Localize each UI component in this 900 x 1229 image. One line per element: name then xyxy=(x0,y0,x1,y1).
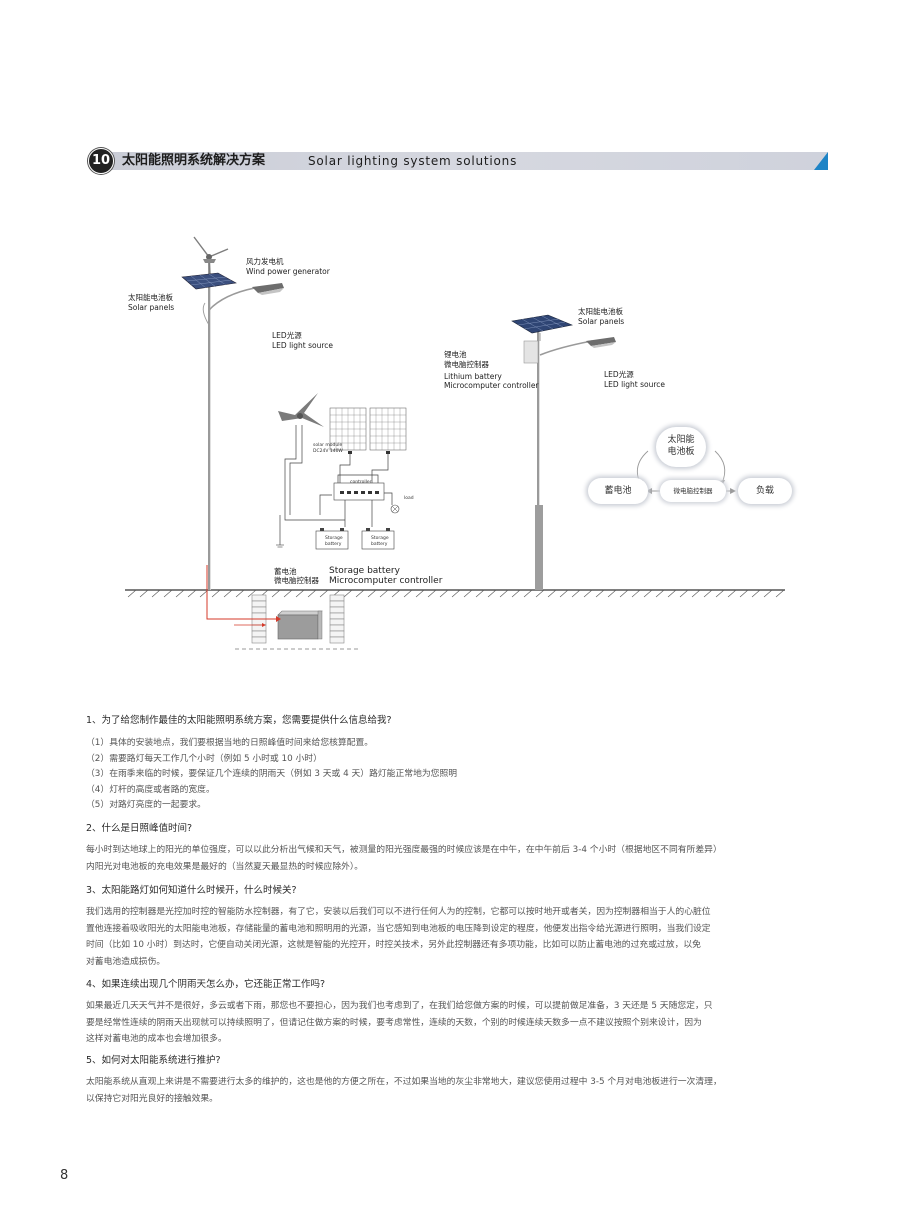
load-tiny-label: load xyxy=(404,496,414,501)
wind-generator-label-cn: 风力发电机 xyxy=(246,257,284,266)
battery-label-en: Storage battery xyxy=(329,566,400,576)
left-solar-label-cn: 太阳能电池板 xyxy=(128,293,173,302)
left-led-label-en: LED light source xyxy=(272,341,333,350)
answer-1-item-2: （2）需要路灯每天工作几个小时（例如 5 小时或 10 小时） xyxy=(86,753,322,764)
battery-label-cn: 蓄电池 xyxy=(274,567,297,576)
controller-tiny-label: controller xyxy=(350,480,372,485)
question-5: 5、如何对太阳能系统进行推护? xyxy=(86,1055,221,1066)
right-led-label-cn: LED光源 xyxy=(604,370,634,379)
right-controller-label-cn: 微电脑控制器 xyxy=(444,360,489,369)
qa-section-2: 2、什么是日照峰值时间? 每小时到达地球上的阳光的单位强度，可以以此分析出气候和… xyxy=(86,822,826,875)
lithium-label-en: Lithium battery xyxy=(444,372,502,381)
left-solar-label-en: Solar panels xyxy=(128,303,175,312)
section-number-badge: 10 xyxy=(88,148,114,174)
ground xyxy=(125,589,785,650)
answer-2-line-1: 每小时到达地球上的阳光的单位强度，可以以此分析出气候和天气，被测量的阳光强度最强… xyxy=(86,845,722,855)
underground-battery-pit xyxy=(206,565,345,644)
qa-section-3: 3、太阳能路灯如何知道什么时候开，什么时候关? 我们选用的控制器是光控加时控的智… xyxy=(86,884,826,970)
question-1: 1、为了给您制作最佳的太阳能照明系统方案，您需要提供什么信息给我? xyxy=(86,715,392,726)
right-solar-label-cn: 太阳能电池板 xyxy=(578,307,623,316)
section-title-en: Solar lighting system solutions xyxy=(308,154,518,168)
flow-node-solar-panel-line1: 太阳能 xyxy=(667,435,695,445)
wind-generator-label-en: Wind power generator xyxy=(246,267,330,276)
section-title-cn: 太阳能照明系统解决方案 xyxy=(122,153,266,168)
flow-node-solar-panel-line2: 电池板 xyxy=(667,447,695,457)
right-solar-label-en: Solar panels xyxy=(578,317,625,326)
answer-4-line-2: 要是经常性连续的阴雨天出现就可以持续照明了，但请记住做方案的时候，要考虑常性，连… xyxy=(86,1017,702,1028)
answer-1-item-5: （5）对路灯亮度的一起要求。 xyxy=(86,800,206,810)
answer-4-line-3: 这样对蓄电池的成本也会增加很多。 xyxy=(86,1034,227,1044)
header-corner-triangle xyxy=(814,152,828,170)
answer-1-item-1: （1）具体的安装地点，我们要根据当地的日照峰值时间来给您核算配置。 xyxy=(86,738,374,748)
flow-node-load: 负载 xyxy=(738,478,792,504)
answer-1-item-3: （3）在雨季来临的时候，要保证几个连续的阴雨天（例如 3 天或 4 天）路灯能正… xyxy=(86,769,458,779)
question-2: 2、什么是日照峰值时间? xyxy=(86,823,193,834)
battery1-tiny-label-2: battery xyxy=(325,542,342,547)
battery2-tiny-label-2: battery xyxy=(371,542,388,547)
qa-section-5: 5、如何对太阳能系统进行推护? 太阳能系统从直观上来讲是不需要进行太多的维护的，… xyxy=(86,1054,826,1107)
answer-4-line-1: 如果最近几天天气并不是很好，多云或者下雨，那您也不要担心，因为我们也考虑到了，在… xyxy=(86,1001,713,1011)
diagram-drawing xyxy=(125,236,785,650)
answer-5-line-1: 太阳能系统从直观上来讲是不需要进行太多的维护的，这也是他的方便之所在，不过如果当… xyxy=(86,1077,722,1087)
right-controller-label-en: Microcomputer controller xyxy=(444,381,539,390)
qa-section-1: 1、为了给您制作最佳的太阳能照明系统方案，您需要提供什么信息给我? （1）具体的… xyxy=(86,714,826,814)
lithium-label-cn: 锂电池 xyxy=(444,350,467,359)
wiring-schematic xyxy=(276,393,407,550)
system-diagram: 风力发电机 Wind power generator 太阳能电池板 Solar … xyxy=(0,215,900,665)
section-header: 10 太阳能照明系统解决方案 Solar lighting system sol… xyxy=(88,148,828,174)
left-wind-solar-lamp xyxy=(181,236,284,590)
module-label-1: solar module xyxy=(313,443,343,448)
battery1-tiny-label-1: Storage xyxy=(325,536,343,541)
controller-label-en: Microcomputer controller xyxy=(329,576,443,586)
left-led-label-cn: LED光源 xyxy=(272,331,302,340)
answer-1-item-4: （4）灯杆的高度或者路的宽度。 xyxy=(86,784,215,795)
question-4: 4、如果连续出现几个阴雨天怎么办，它还能正常工作吗? xyxy=(86,979,326,990)
answer-2-line-2: 内阳光对电池板的充电效果是最好的（当然夏天最显热的时候应除外）。 xyxy=(86,861,364,872)
answer-3-line-1: 我们选用的控制器是光控加时控的智能防水控制器，有了它，安装以后我们可以不进行任何… xyxy=(86,907,711,917)
battery2-tiny-label-1: Storage xyxy=(371,536,389,541)
flow-node-controller: 微电脑控制器 xyxy=(660,480,726,502)
answer-3-line-2: 置他连接着吸收阳光的太阳能电池板，存储能量的蓄电池和照明用的光源，当它感知到电池… xyxy=(86,923,711,934)
answer-3-line-4: 对蓄电池造成损伤。 xyxy=(86,956,166,967)
module-label-2: DC24V 140W xyxy=(313,449,343,454)
flow-node-battery: 蓄电池 xyxy=(588,478,648,504)
flow-node-solar-panel: 太阳能 电池板 xyxy=(656,427,706,467)
right-solar-lamp xyxy=(511,314,616,590)
page-number: 8 xyxy=(60,1168,69,1183)
question-3: 3、太阳能路灯如何知道什么时候开，什么时候关? xyxy=(86,885,297,896)
controller-label-cn: 微电脑控制器 xyxy=(274,576,319,585)
header-bar xyxy=(98,152,828,170)
right-led-label-en: LED light source xyxy=(604,380,665,389)
answer-3-line-3: 时间（比如 10 小时）到达时，它便自动关闭光源，这就是智能的光控开，时控关技术… xyxy=(86,940,701,950)
answer-5-line-2: 以保持它对阳光良好的接触效果。 xyxy=(86,1093,218,1104)
qa-section-4: 4、如果连续出现几个阴雨天怎么办，它还能正常工作吗? 如果最近几天天气并不是很好… xyxy=(86,978,826,1048)
